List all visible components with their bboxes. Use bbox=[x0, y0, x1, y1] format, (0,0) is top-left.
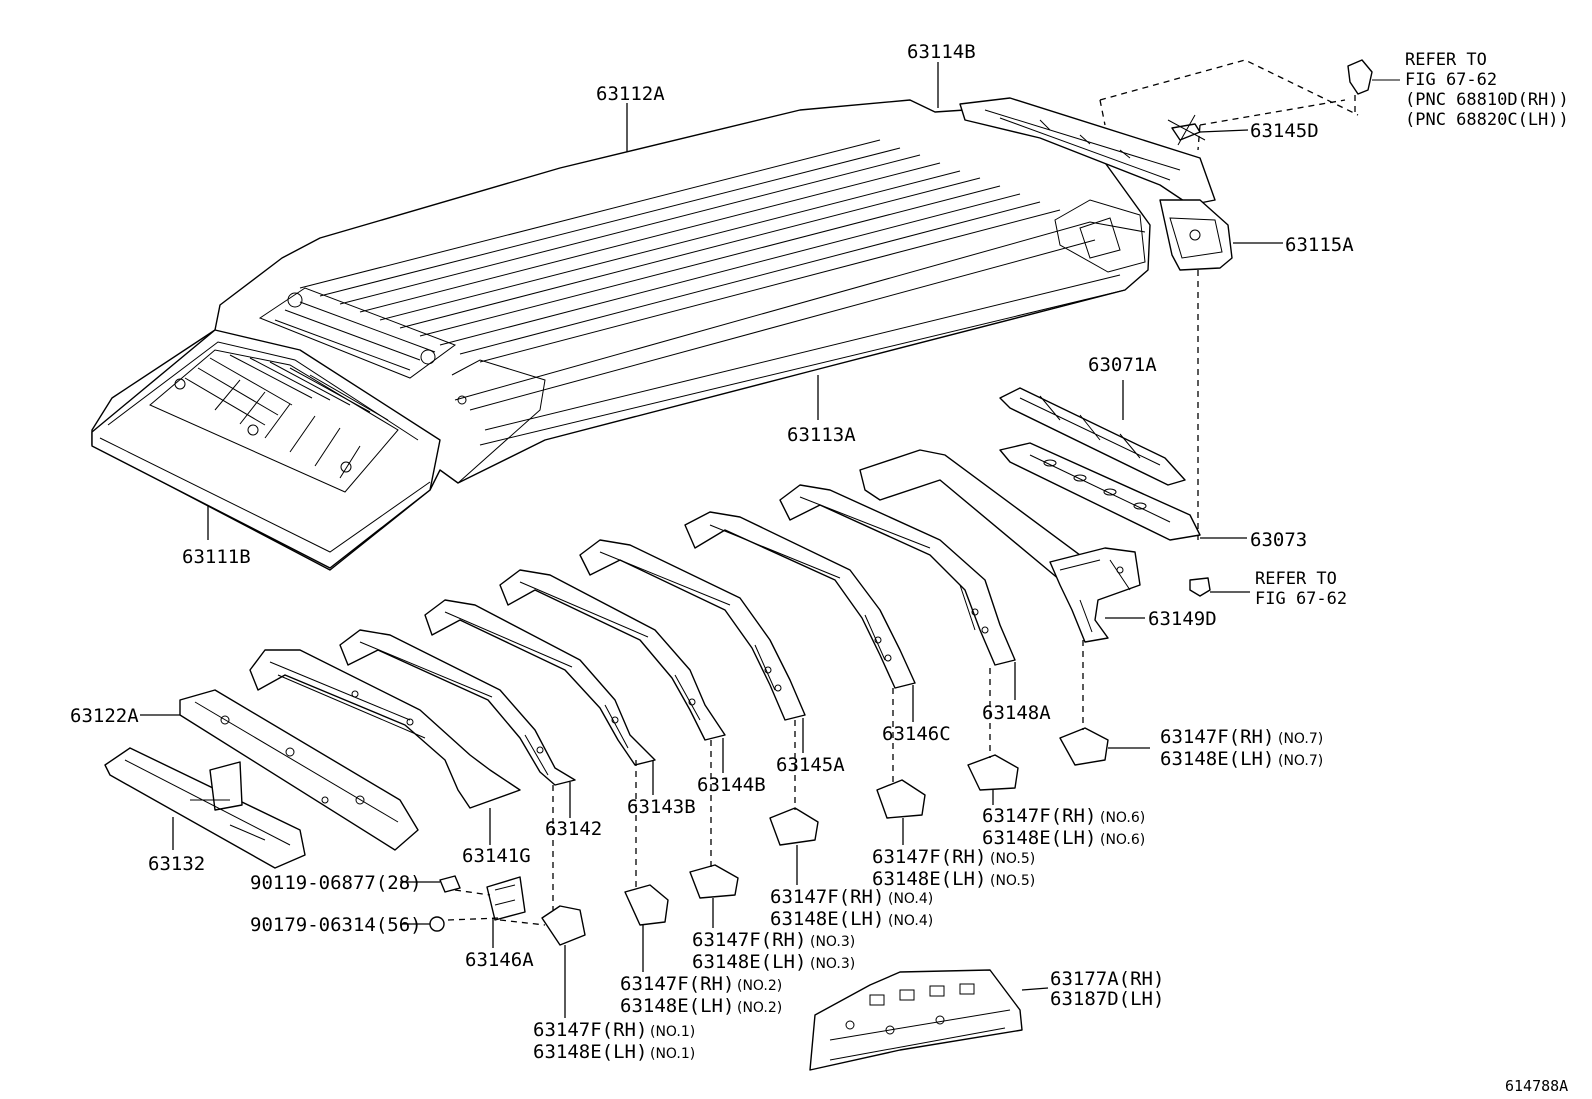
label-63145A: 63145A bbox=[776, 754, 845, 776]
label-63148A: 63148A bbox=[982, 702, 1051, 724]
refer-top-line4: (PNC 68820C(LH)) bbox=[1405, 110, 1569, 130]
bracket-label-no7: 63147F(RH) (NO.7) 63148E(LH) (NO.7) bbox=[1160, 726, 1323, 770]
bow-63146C bbox=[684, 511, 916, 689]
bracket-no4-lh: 63148E(LH) bbox=[770, 908, 884, 930]
bracket-no1-rh: 63147F(RH) bbox=[533, 1019, 647, 1041]
bow-63142 bbox=[339, 629, 576, 786]
bracket-label-no2: 63147F(RH) (NO.2) 63148E(LH) (NO.2) bbox=[620, 973, 782, 1017]
label-63114B: 63114B bbox=[907, 41, 976, 63]
bracket-no1-lh: 63148E(LH) bbox=[533, 1041, 647, 1063]
bracket-no6-lh: 63148E(LH) bbox=[982, 827, 1096, 849]
bracket-label-no6: 63147F(RH) (NO.6) 63148E(LH) (NO.6) bbox=[982, 805, 1145, 849]
bracket-no6-note-lh: (NO.6) bbox=[1100, 832, 1145, 848]
panel-63073 bbox=[999, 442, 1201, 541]
front-panel-63132 bbox=[104, 747, 306, 869]
label-63142: 63142 bbox=[545, 818, 602, 840]
label-63146A: 63146A bbox=[465, 949, 534, 971]
bracket-no5-rh: 63147F(RH) bbox=[872, 846, 986, 868]
roof-bows bbox=[249, 449, 1141, 809]
roof-ribs bbox=[299, 139, 1061, 363]
bracket-label-no3: 63147F(RH) (NO.3) 63148E(LH) (NO.3) bbox=[692, 929, 855, 973]
refer-note-top: REFER TO FIG 67-62 (PNC 68810D(RH)) (PNC… bbox=[1405, 50, 1569, 130]
bow-63149D bbox=[859, 449, 1141, 643]
bracket-no3-note-rh: (NO.3) bbox=[810, 934, 855, 950]
label-63143B: 63143B bbox=[627, 796, 696, 818]
label-bolt-90119: 90119-06877(28) bbox=[250, 872, 422, 894]
label-63112A: 63112A bbox=[596, 83, 665, 105]
label-63187D-lh: 63187D(LH) bbox=[1050, 988, 1164, 1010]
side-rail-63177A-63187D bbox=[809, 969, 1023, 1071]
bracket-no7-note-rh: (NO.7) bbox=[1278, 731, 1323, 747]
bracket-no3-note-lh: (NO.3) bbox=[810, 956, 855, 972]
grommet-refer-part bbox=[1189, 577, 1211, 597]
bracket-no6-rh: 63147F(RH) bbox=[982, 805, 1096, 827]
bracket-no5-note-rh: (NO.5) bbox=[990, 851, 1035, 867]
bracket-no2-lh: 63148E(LH) bbox=[620, 995, 734, 1017]
bracket-no2-note-lh: (NO.2) bbox=[737, 1000, 782, 1016]
refer-part-top bbox=[1347, 59, 1400, 95]
label-63113A: 63113A bbox=[787, 424, 856, 446]
roof-panel-assembly bbox=[91, 99, 1151, 571]
bracket-no4-note-rh: (NO.4) bbox=[888, 891, 933, 907]
bracket-label-no5: 63147F(RH) (NO.5) 63148E(LH) (NO.5) bbox=[872, 846, 1035, 890]
bracket-label-no1: 63147F(RH) (NO.1) 63148E(LH) (NO.1) bbox=[533, 1019, 695, 1063]
bow-63148A bbox=[779, 484, 1016, 666]
front-frame-slats bbox=[184, 354, 389, 479]
bracket-no4-note-lh: (NO.4) bbox=[888, 913, 933, 929]
diagram-id: 614788A bbox=[1505, 1077, 1568, 1095]
rear-header-63115A bbox=[1159, 199, 1233, 271]
label-63122A: 63122A bbox=[70, 705, 139, 727]
bracket-no7-note-lh: (NO.7) bbox=[1278, 753, 1323, 769]
bow-63145A bbox=[579, 539, 806, 721]
label-63073: 63073 bbox=[1250, 529, 1307, 551]
label-63146C: 63146C bbox=[882, 723, 951, 745]
panel-63071A bbox=[999, 387, 1186, 486]
bracket-no3-rh: 63147F(RH) bbox=[692, 929, 806, 951]
bow-63143B bbox=[424, 599, 656, 766]
bow-63141G bbox=[249, 649, 521, 809]
bracket-no2-note-rh: (NO.2) bbox=[737, 978, 782, 994]
bracket-no2-rh: 63147F(RH) bbox=[620, 973, 734, 995]
label-63115A: 63115A bbox=[1285, 234, 1354, 256]
bracket-63146A bbox=[429, 875, 526, 932]
refer-right-line1: REFER TO bbox=[1255, 569, 1337, 589]
bracket-label-no4: 63147F(RH) (NO.4) 63148E(LH) (NO.4) bbox=[770, 886, 933, 930]
bracket-no1-note-lh: (NO.1) bbox=[650, 1046, 695, 1062]
refer-top-line3: (PNC 68810D(RH)) bbox=[1405, 90, 1569, 110]
refer-right-line2: FIG 67-62 bbox=[1255, 589, 1347, 609]
bracket-no6-note-rh: (NO.6) bbox=[1100, 810, 1145, 826]
bracket-no4-rh: 63147F(RH) bbox=[770, 886, 884, 908]
part-labels: 63112A 63114B 63111B 63113A 63115A 63145… bbox=[70, 41, 1568, 1095]
label-63144B: 63144B bbox=[697, 774, 766, 796]
refer-top-line1: REFER TO bbox=[1405, 50, 1487, 70]
bow-63144B bbox=[499, 569, 726, 741]
bracket-no5-lh: 63148E(LH) bbox=[872, 868, 986, 890]
bracket-no1-note-rh: (NO.1) bbox=[650, 1024, 695, 1040]
label-63111B: 63111B bbox=[182, 546, 251, 568]
label-63071A: 63071A bbox=[1088, 354, 1157, 376]
refer-note-right: REFER TO FIG 67-62 bbox=[1255, 569, 1347, 609]
label-63141G: 63141G bbox=[462, 845, 531, 867]
bracket-no3-lh: 63148E(LH) bbox=[692, 951, 806, 973]
label-63149D: 63149D bbox=[1148, 608, 1217, 630]
lower-brackets bbox=[541, 727, 1109, 946]
label-63177A-rh: 63177A(RH) bbox=[1050, 968, 1164, 990]
label-nut-90179: 90179-06314(56) bbox=[250, 914, 422, 936]
bracket-no7-rh: 63147F(RH) bbox=[1160, 726, 1274, 748]
label-63145D: 63145D bbox=[1250, 120, 1319, 142]
bracket-no7-lh: 63148E(LH) bbox=[1160, 748, 1274, 770]
label-63132: 63132 bbox=[148, 853, 205, 875]
leader-lines bbox=[140, 62, 1283, 1018]
bracket-no5-note-lh: (NO.5) bbox=[990, 873, 1035, 889]
refer-top-line2: FIG 67-62 bbox=[1405, 70, 1497, 90]
rear-inner-panel-63114B bbox=[959, 97, 1216, 206]
